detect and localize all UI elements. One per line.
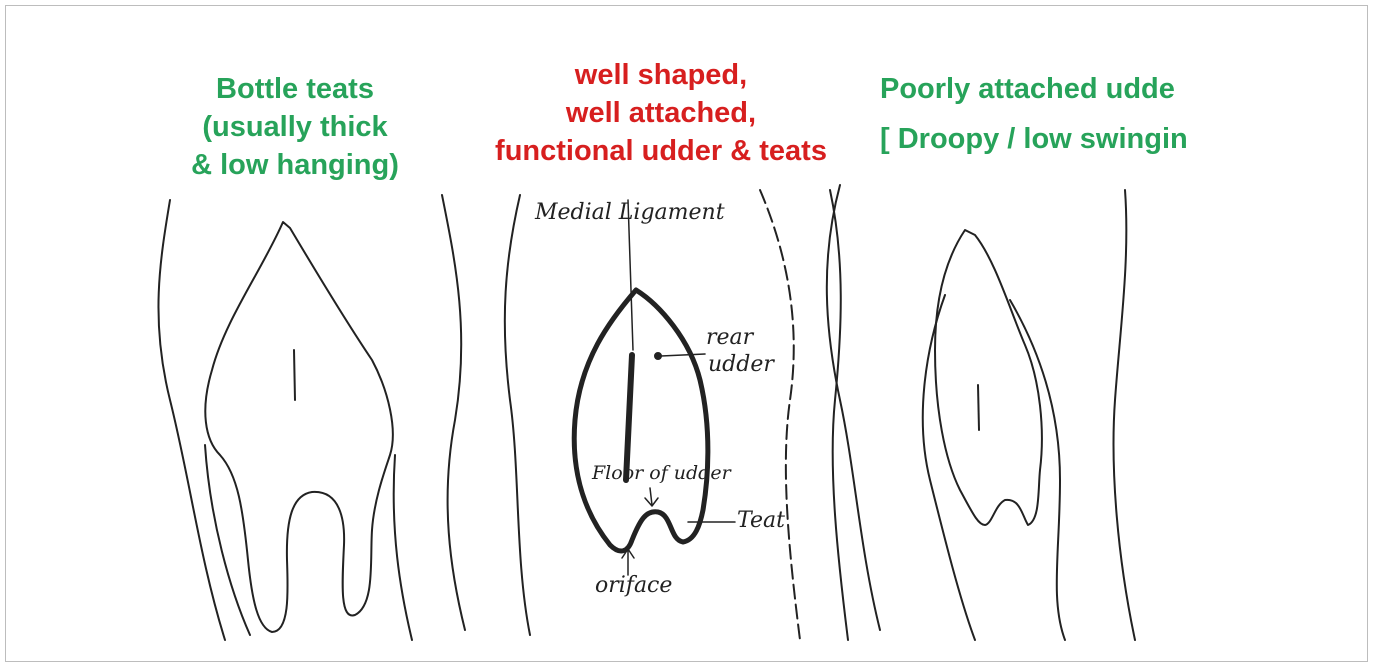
droopy-udder-outline <box>935 230 1042 525</box>
mid-leg-left <box>505 195 530 635</box>
right-inner-right <box>1010 300 1065 640</box>
right-leg-right <box>1114 190 1135 640</box>
left-leg-outer-left <box>158 200 225 640</box>
rear-label: rear <box>706 325 753 350</box>
oriface-label: oriface <box>595 573 672 598</box>
bottle-teats-drawing <box>158 195 465 640</box>
mid-outer-right <box>830 190 848 640</box>
mid-leg-right <box>760 190 800 640</box>
heading-line: Bottle teats <box>150 70 440 108</box>
floor-of-udder-label: Floor of udder <box>592 462 731 484</box>
poorly-attached-heading: Poorly attached udde [ Droopy / low swin… <box>880 70 1230 170</box>
bottle-teats-heading: Bottle teats (usually thick & low hangin… <box>150 70 440 184</box>
bottle-medial-line <box>294 350 295 400</box>
udder-outline <box>574 290 708 551</box>
teat-label: Teat <box>737 508 785 533</box>
medial-ligament-label: Medial Ligament <box>535 200 725 225</box>
heading-line: well shaped, <box>468 56 854 94</box>
left-inner-thigh-left <box>205 445 250 635</box>
poorly-attached-udder-drawing <box>827 185 1135 640</box>
heading-line: well attached, <box>468 94 854 132</box>
heading-line: & low hanging) <box>150 146 440 184</box>
heading-line: Poorly attached udde <box>880 70 1230 108</box>
well-shaped-udder-drawing <box>505 190 848 640</box>
rear-udder-pointer <box>655 353 661 359</box>
bottle-udder-outline <box>205 222 393 632</box>
heading-line: functional udder & teats <box>468 132 854 170</box>
udder-label: udder <box>708 352 774 377</box>
rear-udder-leader <box>661 354 705 356</box>
well-shaped-heading: well shaped, well attached, functional u… <box>468 56 854 170</box>
droopy-medial-line <box>978 385 979 430</box>
left-leg-outer-right <box>442 195 465 630</box>
heading-line: [ Droopy / low swingin <box>880 120 1230 158</box>
left-inner-thigh-right <box>394 455 412 640</box>
right-inner-left <box>923 295 975 640</box>
floor-arrow <box>645 488 658 506</box>
heading-line: (usually thick <box>150 108 440 146</box>
